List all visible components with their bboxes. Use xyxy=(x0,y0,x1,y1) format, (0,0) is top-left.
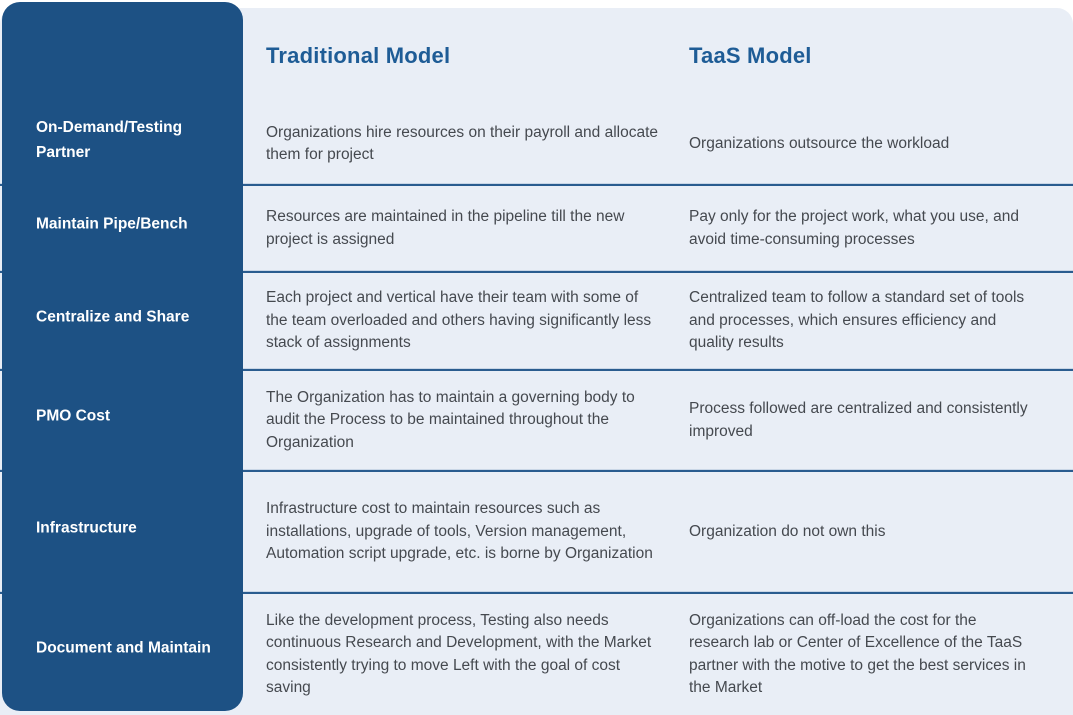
cell-traditional: Each project and vertical have their tea… xyxy=(243,273,689,369)
column-header-taas: TaaS Model xyxy=(689,43,812,68)
table-row: The Organization has to maintain a gover… xyxy=(0,369,1073,470)
cell-traditional: Organizations hire resources on their pa… xyxy=(243,104,689,184)
sidebar-label-document-and-maintain: Document and Maintain xyxy=(36,639,211,657)
cell-traditional: The Organization has to maintain a gover… xyxy=(243,371,689,470)
cell-taas: Pay only for the project work, what you … xyxy=(689,186,1073,271)
table-row: Resources are maintained in the pipeline… xyxy=(0,184,1073,271)
cell-text: Organizations can off-load the cost for … xyxy=(689,611,1026,696)
cell-text: Organization do not own this xyxy=(689,522,886,540)
column-header-row: Traditional Model TaaS Model xyxy=(0,8,1073,104)
sidebar-label-on-demand-testing-partner: On-Demand/Testing Partner xyxy=(36,119,183,161)
cell-text: Centralized team to follow a standard se… xyxy=(689,289,1025,352)
table-row: Like the development process, Testing al… xyxy=(0,592,1073,715)
cell-text: Infrastructure cost to maintain resource… xyxy=(266,500,653,563)
table-row: Organizations hire resources on their pa… xyxy=(0,104,1073,184)
cell-text: Organizations hire resources on their pa… xyxy=(266,123,659,163)
cell-taas: Organizations outsource the workload xyxy=(689,104,1073,184)
cell-text: Like the development process, Testing al… xyxy=(266,611,652,696)
sidebar-label-pmo-cost: PMO Cost xyxy=(36,407,111,425)
cell-taas: Centralized team to follow a standard se… xyxy=(689,273,1073,369)
column-header-traditional: Traditional Model xyxy=(266,43,451,68)
cell-text: The Organization has to maintain a gover… xyxy=(266,388,635,451)
table-row: Infrastructure cost to maintain resource… xyxy=(0,470,1073,592)
cell-text: Pay only for the project work, what you … xyxy=(689,208,1019,248)
cell-text: Resources are maintained in the pipeline… xyxy=(266,208,625,248)
cell-text: Each project and vertical have their tea… xyxy=(266,289,652,352)
cell-traditional: Infrastructure cost to maintain resource… xyxy=(243,472,689,592)
cell-taas: Process followed are centralized and con… xyxy=(689,371,1073,470)
sidebar-label-maintain-pipe-bench: Maintain Pipe/Bench xyxy=(36,215,188,233)
row-label-sidebar: On-Demand/Testing Partner Maintain Pipe/… xyxy=(2,2,243,711)
cell-taas: Organizations can off-load the cost for … xyxy=(689,594,1073,715)
cell-traditional: Like the development process, Testing al… xyxy=(243,594,689,715)
cell-text: Organizations outsource the workload xyxy=(689,134,950,152)
sidebar-label-centralize-and-share: Centralize and Share xyxy=(36,308,190,326)
cell-traditional: Resources are maintained in the pipeline… xyxy=(243,186,689,271)
cell-taas: Organization do not own this xyxy=(689,472,1073,592)
table-row: Each project and vertical have their tea… xyxy=(0,271,1073,369)
cell-text: Process followed are centralized and con… xyxy=(689,400,1028,440)
sidebar-label-infrastructure: Infrastructure xyxy=(36,519,137,537)
